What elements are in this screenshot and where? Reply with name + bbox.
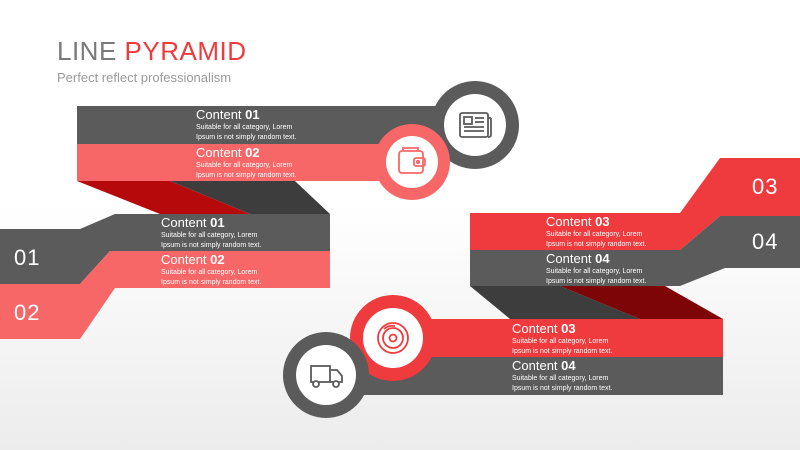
top-item-1: Content 01 Suitable for all category, Lo…: [196, 107, 297, 142]
title-accent: PYRAMID: [124, 36, 247, 66]
left-item-2: Content 02 Suitable for all category, Lo…: [161, 252, 262, 287]
page-subtitle: Perfect reflect professionalism: [57, 70, 232, 85]
right-band-gray: [470, 216, 800, 286]
top-item-2: Content 02 Suitable for all category, Lo…: [196, 145, 297, 180]
right-tab-number-2: 04: [752, 229, 779, 254]
connector-dark-gray: [170, 181, 330, 214]
title-plain: LINE: [57, 36, 117, 66]
right-tab-number-1: 03: [752, 174, 779, 199]
left-tab-number-2: 02: [14, 300, 41, 325]
right-item-2: Content 04 Suitable for all category, Lo…: [546, 251, 647, 286]
wallet-icon: [398, 147, 426, 174]
bottom-item-2: Content 04 Suitable for all category, Lo…: [512, 358, 613, 393]
page-title: LINE PYRAMID: [57, 36, 247, 67]
bottom-band-red: [395, 319, 723, 357]
left-band-light-red: [0, 251, 330, 339]
right-band-red: [470, 158, 800, 250]
disc-icon: [377, 322, 409, 354]
left-item-1: Content 01 Suitable for all category, Lo…: [161, 215, 262, 250]
newspaper-icon: [459, 112, 492, 138]
top-band-light-red: [77, 144, 395, 181]
bottom-item-1: Content 03 Suitable for all category, Lo…: [512, 321, 613, 356]
connector-dark-gray-2: [470, 286, 640, 319]
left-band-gray: [0, 214, 330, 284]
connector-dark-red-2: [560, 286, 723, 319]
connector-dark-red: [77, 181, 250, 214]
left-tab-number-1: 01: [14, 245, 41, 270]
truck-icon: [310, 365, 343, 388]
right-item-1: Content 03 Suitable for all category, Lo…: [546, 214, 647, 249]
